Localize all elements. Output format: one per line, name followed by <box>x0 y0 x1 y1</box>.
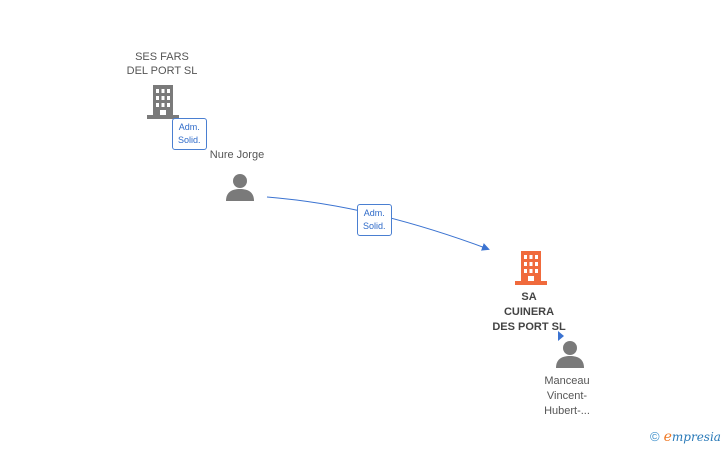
building-icon-focus[interactable] <box>515 249 547 285</box>
empresia-logo: ©empresia <box>650 429 721 445</box>
node-ses-fars-line2: DEL PORT SL <box>126 65 198 77</box>
node-manceau-label[interactable]: Manceau Vincent- Hubert-... <box>522 374 612 419</box>
building-icon[interactable] <box>147 83 179 119</box>
edge-label-line2: Solid. <box>363 221 386 231</box>
edge-label-line2: Solid. <box>178 135 201 145</box>
node-sa-cuinera-line2: CUINERA <box>503 306 555 318</box>
brand-e: e <box>663 429 672 445</box>
node-ses-fars-line1: SES FARS <box>135 51 189 63</box>
person-icon[interactable] <box>225 172 255 202</box>
node-sa-cuinera-label[interactable]: SA CUINERA DES PORT SL <box>479 290 579 335</box>
brand-rest: mpresia <box>671 430 721 444</box>
node-manceau-line3: Hubert-... <box>544 405 590 417</box>
edge-sa-to-manceau-arrowhead <box>558 331 564 341</box>
node-nure-jorge-name: Nure Jorge <box>209 149 265 161</box>
node-manceau-line2: Vincent- <box>546 390 588 402</box>
person-icon[interactable] <box>555 339 585 369</box>
node-sa-cuinera-line1: SA <box>521 291 537 303</box>
edge-label-line1: Adm. <box>178 122 200 132</box>
node-manceau-line1: Manceau <box>544 375 590 387</box>
edge-label-line1: Adm. <box>363 208 385 218</box>
copyright-icon: © <box>650 429 660 444</box>
node-sa-cuinera-line3: DES PORT SL <box>492 321 566 333</box>
node-ses-fars-label[interactable]: SES FARS DEL PORT SL <box>110 50 214 78</box>
edge-label-ses-to-nure[interactable]: Adm. Solid. <box>172 118 207 150</box>
node-nure-jorge-label[interactable]: Nure Jorge <box>197 148 277 162</box>
edge-label-nure-to-sa[interactable]: Adm. Solid. <box>357 204 392 236</box>
